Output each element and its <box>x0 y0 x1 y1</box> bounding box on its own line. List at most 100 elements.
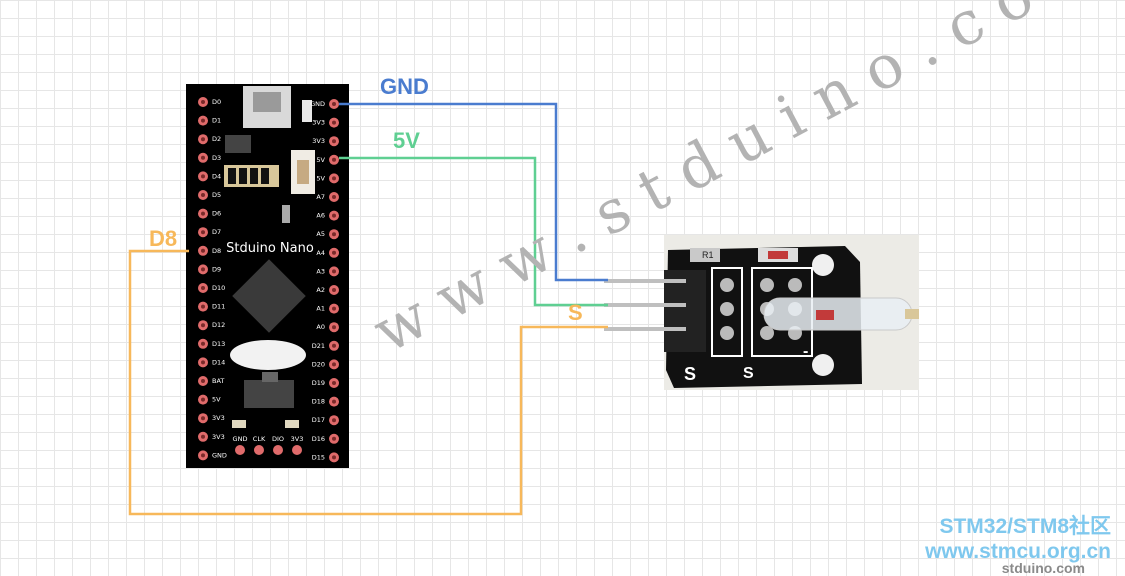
left-pin-header: D0D1D2D3D4D5D6D7D8D9D10D11D12D13D14BAT5V… <box>198 97 227 461</box>
pin-hole <box>332 418 336 423</box>
pin-hole <box>332 325 336 330</box>
pin-label: D5 <box>212 191 221 199</box>
pin-hole <box>201 453 205 458</box>
mount-hole <box>812 254 834 276</box>
pin-label: D15 <box>312 453 325 461</box>
pin-hole <box>201 341 205 346</box>
silk-minus: - <box>803 343 808 360</box>
mcu-chip <box>232 259 306 333</box>
pin-label: 3V3 <box>212 433 225 441</box>
bottom-pin-header: GND CLK DIO 3V3 <box>233 435 304 455</box>
pin-label: A4 <box>316 249 325 257</box>
silk-s: S <box>684 364 696 384</box>
pin-label: D8 <box>212 247 221 255</box>
footer-community: STM32/STM8社区 <box>939 515 1111 538</box>
stduino-nano-board: Stduino Nano D0D1D2D3D4D5D6D7D8D9D10D11D… <box>186 84 349 468</box>
pin-label: D13 <box>212 340 225 348</box>
pin-label: D7 <box>212 228 221 236</box>
pin-hole <box>201 416 205 421</box>
pin-hole <box>201 193 205 197</box>
pin-hole <box>332 232 336 237</box>
pin-label: A1 <box>316 305 325 313</box>
pin-label: 3V3 <box>291 435 304 443</box>
footer-url: www.stmcu.org.cn <box>925 540 1111 563</box>
pin-label: DIO <box>272 435 284 443</box>
signal-label: S <box>568 300 583 325</box>
pin-hole <box>332 139 336 144</box>
pin-hole <box>201 248 205 253</box>
pin-label: D11 <box>212 303 225 311</box>
pin-label: A2 <box>316 286 325 294</box>
pin-hole <box>332 362 336 367</box>
pin-hole <box>201 286 205 290</box>
crystal <box>230 340 306 370</box>
pin-label: D14 <box>212 358 225 366</box>
pin-label: D12 <box>212 321 225 329</box>
pin-hole <box>332 306 336 311</box>
pin-hole <box>201 137 205 142</box>
pin-label: D9 <box>212 265 221 273</box>
pin-hole <box>332 455 336 460</box>
pin-label: 5V <box>316 156 325 164</box>
pin-header <box>664 270 706 352</box>
pin-label: GND <box>233 435 248 443</box>
pin-label: CLK <box>253 435 266 443</box>
pin-label: D0 <box>212 98 221 106</box>
silk-r1: R1 <box>702 250 714 260</box>
pin-hole <box>201 211 205 216</box>
pin-hole <box>332 436 336 441</box>
pin-label: D20 <box>312 360 325 368</box>
chip-small <box>225 135 251 153</box>
pin-label: A7 <box>316 193 325 201</box>
pin-hole <box>201 230 205 235</box>
pin-hole <box>332 120 336 125</box>
pin-hole <box>332 343 336 348</box>
pin-hole <box>201 118 205 123</box>
pin-hole <box>332 213 336 218</box>
pin-label: D10 <box>212 284 225 292</box>
pin-hole <box>201 434 205 439</box>
pin-hole <box>332 157 336 162</box>
pin-label: D21 <box>312 342 325 350</box>
pin-hole <box>332 250 336 255</box>
pin-label: D1 <box>212 117 221 125</box>
pin-label: A5 <box>316 230 325 238</box>
pin-hole <box>201 267 205 272</box>
pin-hole <box>332 399 336 404</box>
signal-wire <box>128 249 608 516</box>
pin-label: BAT <box>212 377 224 385</box>
module-pin <box>604 303 686 307</box>
pin-hole <box>332 195 336 199</box>
pin-label: D16 <box>312 435 325 443</box>
pin-hole <box>201 174 205 179</box>
pin-label: 3V3 <box>312 119 325 127</box>
footer-site: stduino.com <box>1001 560 1085 576</box>
module-pin <box>604 279 686 283</box>
mount-hole <box>812 354 834 376</box>
pin-hole <box>332 381 336 385</box>
pin-hole <box>201 360 205 365</box>
pin-hole <box>332 176 336 181</box>
silk-pin-s: S <box>743 365 754 382</box>
pin-label: D4 <box>212 172 221 180</box>
vcc-label: 5V <box>393 128 420 153</box>
pin-pad <box>292 445 302 455</box>
pin-hole <box>201 100 205 104</box>
pin-hole <box>332 269 336 274</box>
gnd-label: GND <box>380 74 429 99</box>
pin-label: 5V <box>212 396 221 404</box>
pin-label: A3 <box>316 267 325 275</box>
vcc-wire <box>339 156 608 307</box>
pin-hole <box>332 102 336 106</box>
pin-label: D17 <box>312 416 325 424</box>
pin-hole <box>201 155 205 160</box>
pin-label: 5V <box>316 174 325 182</box>
pin-label: 3V3 <box>212 414 225 422</box>
pin-label: GND <box>212 451 227 459</box>
pin-label: D6 <box>212 210 221 218</box>
right-pin-header: GND3V33V35V5VA7A6A5A4A3A2A1A0D21D20D19D1… <box>310 99 339 463</box>
tilt-switch-module: R1 S S - <box>604 235 919 390</box>
regulator <box>244 380 294 408</box>
mercury-switch <box>763 297 913 331</box>
